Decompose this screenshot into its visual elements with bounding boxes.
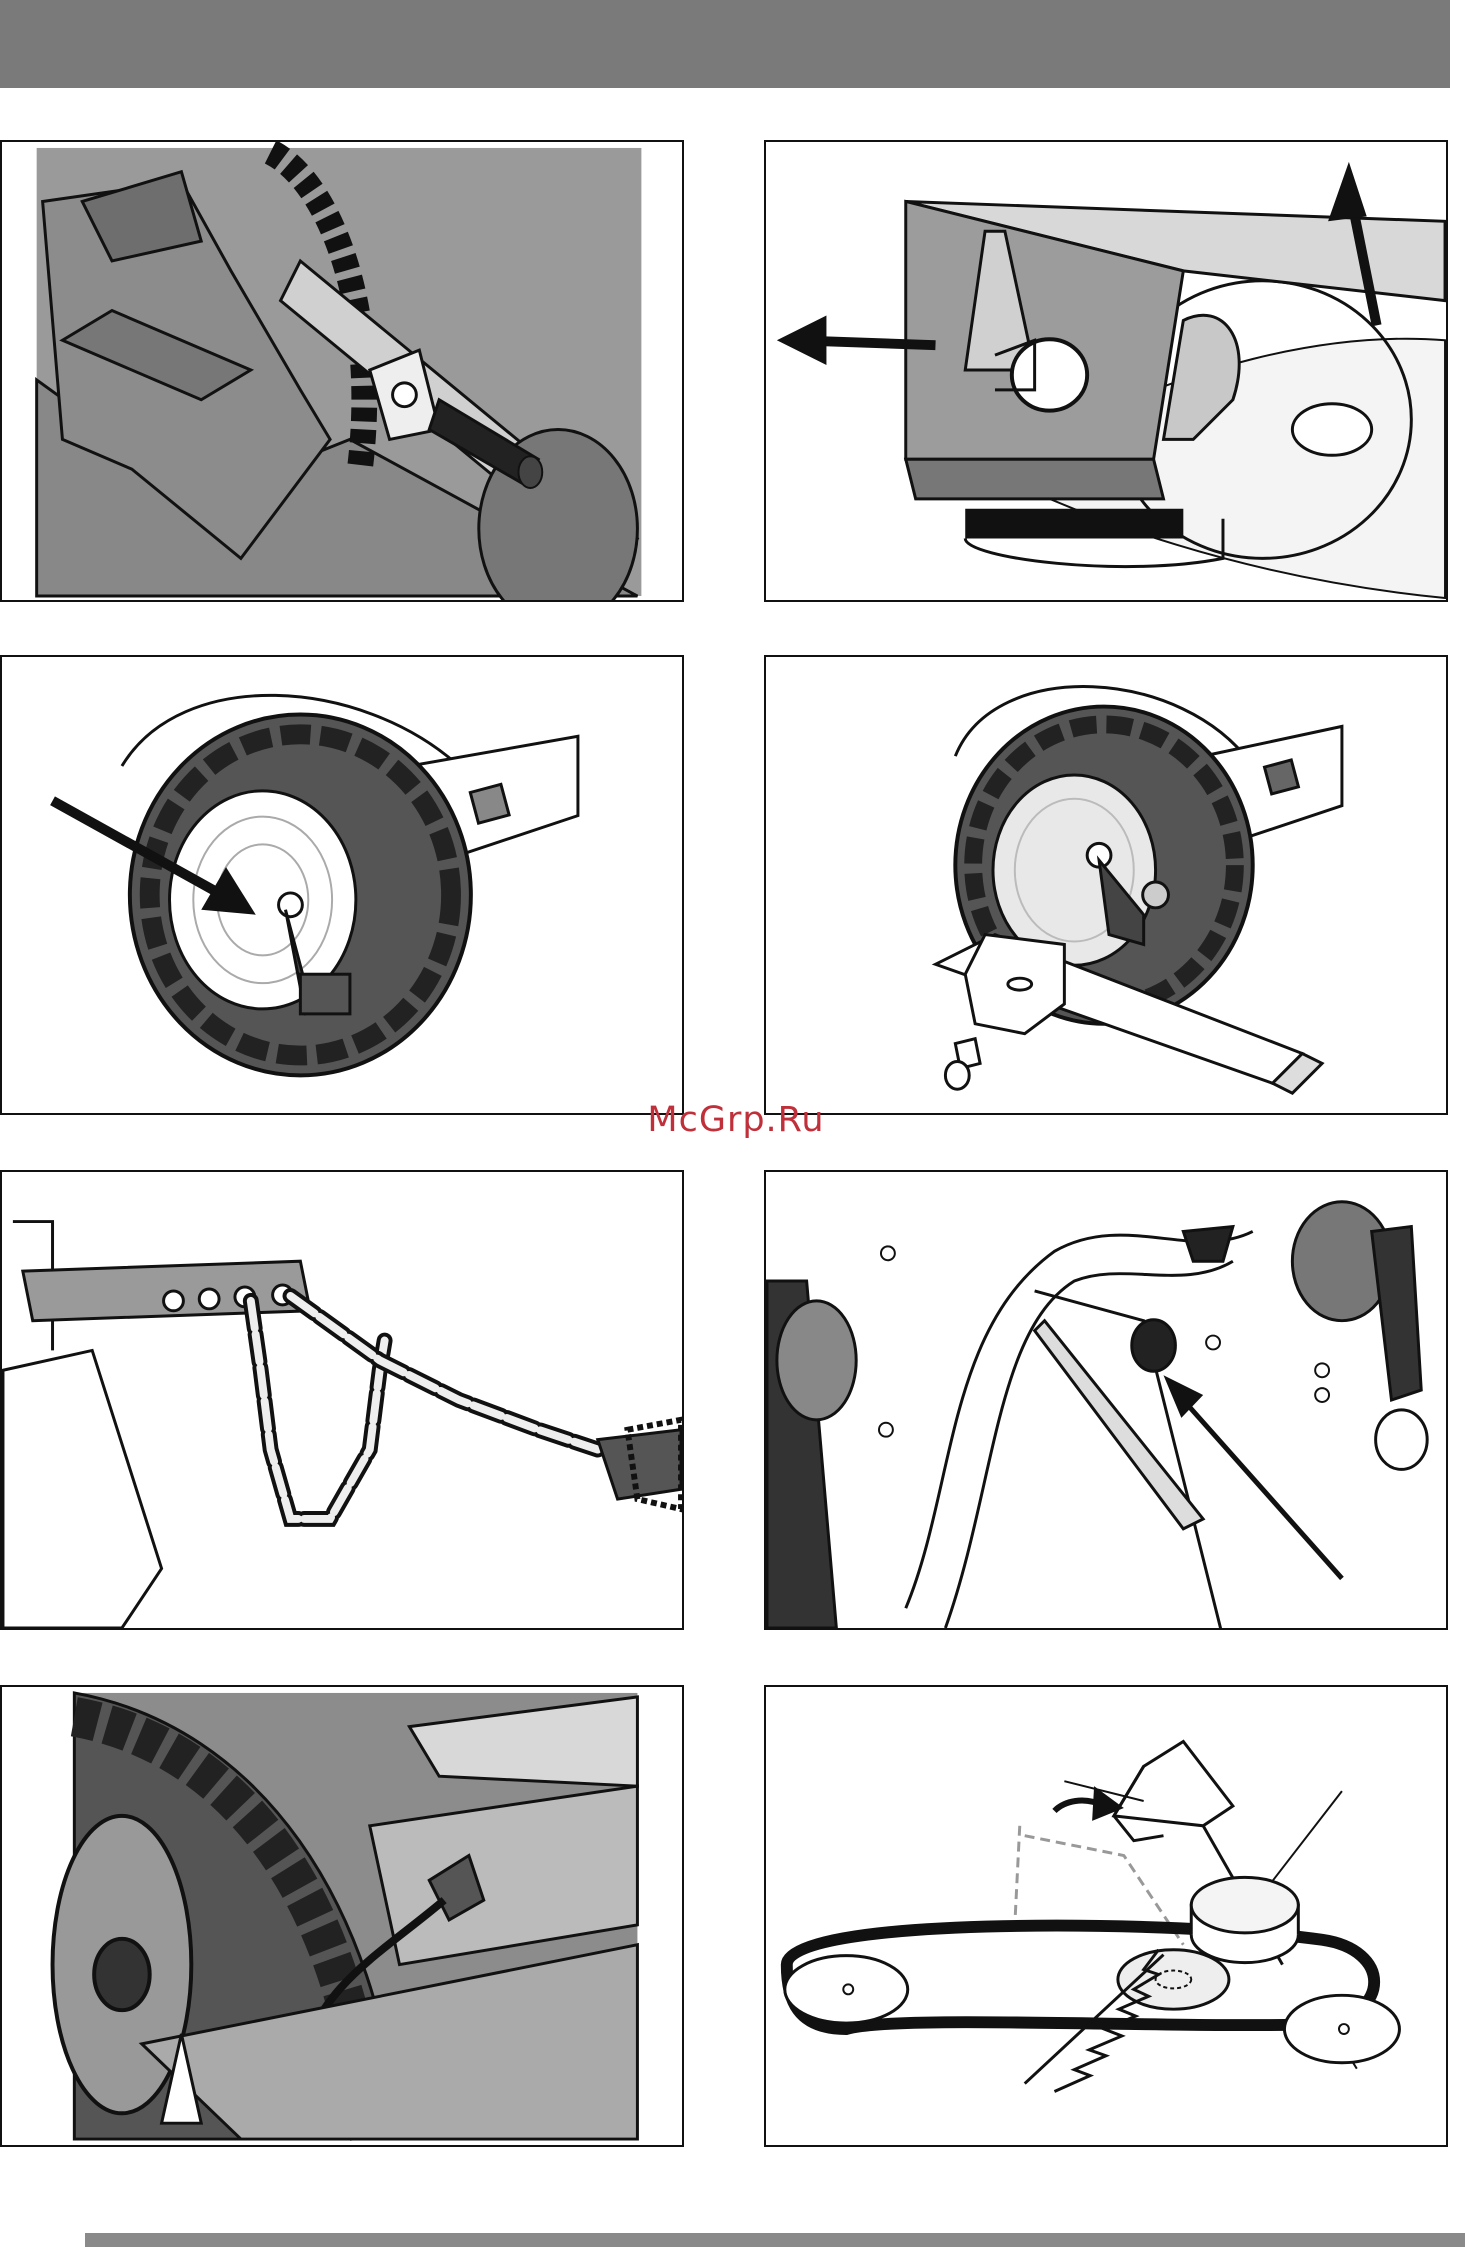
figure-wheel-lock-pin [0,655,684,1115]
figure-chain-link [0,1170,684,1630]
figure-deck-knob [764,1170,1448,1630]
footer-bar [85,2233,1465,2247]
watermark-text: McGrp.Ru [636,1100,836,1140]
figure-wheel-bracket-bolt [764,655,1448,1115]
figure-belt-diagram [764,1685,1448,2147]
belt-pulley-diagram [766,1687,1446,2145]
deck-knob-illustration [766,1172,1446,1628]
chain-illustration [2,1172,682,1628]
figure-wheel-pin-closeup [0,140,684,602]
figure-wheel-cable [0,1685,684,2147]
wheel-axle-pin-illustration [2,142,682,600]
wheel-arrow-illustration [2,657,682,1113]
wheel-bracket-illustration [766,657,1446,1113]
wheel-cable-illustration [2,1687,682,2145]
header-bar [0,0,1450,88]
hitch-arrows-illustration [766,142,1446,600]
figure-hitch-removal [764,140,1448,602]
